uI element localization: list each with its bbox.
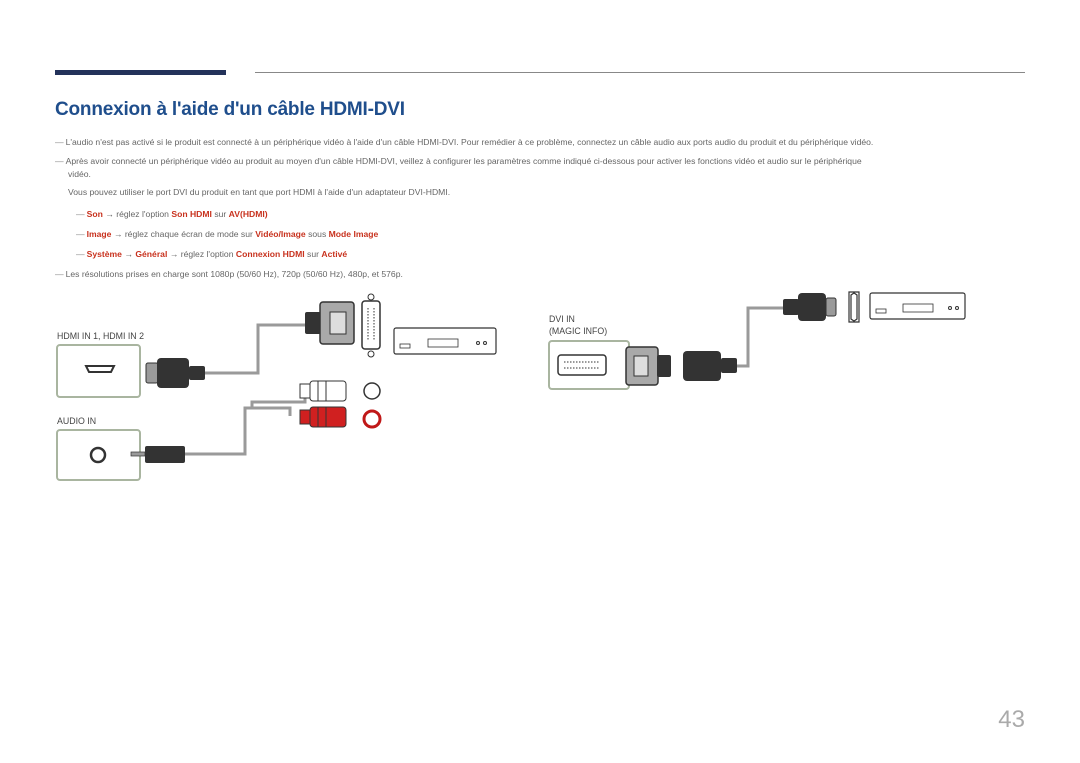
audio-jack-icon [89, 446, 107, 464]
page-number: 43 [998, 706, 1025, 733]
note-resolutions: ―Les résolutions prises en charge sont 1… [55, 269, 403, 279]
label-dvi-in: DVI IN [549, 314, 575, 324]
hdmi-port-icon [84, 365, 116, 373]
rca-white-jack-icon [363, 382, 381, 400]
video-player-device-icon [393, 327, 497, 355]
hdmi-plug-top-icon [783, 293, 837, 321]
video-player-device-right-icon [869, 292, 966, 320]
note-dvi-adapter: Vous pouvez utiliser le port DVI du prod… [68, 187, 451, 197]
hdmi-port-vertical-icon [848, 291, 860, 323]
page-title: Connexion à l'aide d'un câble HDMI-DVI [55, 99, 405, 120]
label-audio-in: AUDIO IN [57, 416, 97, 426]
header-accent-bar [55, 70, 226, 75]
dvi-in-port-icon [557, 354, 607, 376]
dvi-port-icon [361, 293, 381, 358]
hdmi-plug-icon [145, 358, 205, 388]
rca-red-plug-icon [299, 406, 347, 428]
hdmi-cable-right [737, 306, 783, 368]
setting-son: ―Son → réglez l'option Son HDMI sur AV(H… [76, 209, 268, 219]
stereo-plug-icon [130, 446, 185, 463]
header-rule [255, 72, 1025, 73]
setting-image: ―Image → réglez chaque écran de mode sur… [76, 229, 379, 239]
label-hdmi-in: HDMI IN 1, HDMI IN 2 [57, 331, 144, 341]
note-settings-cont: vidéo. [68, 169, 91, 179]
audio-cable [185, 406, 292, 456]
rca-red-jack-icon [362, 409, 382, 429]
hdmi-plug-right-icon [683, 351, 737, 381]
note-audio: ―L'audio n'est pas activé si le produit … [55, 137, 874, 147]
dvi-plug-icon [305, 301, 355, 345]
setting-systeme: ―Système → Général → réglez l'option Con… [76, 249, 348, 259]
dvi-in-plug-icon [625, 346, 671, 386]
note-settings: ―Après avoir connecté un périphérique vi… [55, 156, 862, 166]
rca-white-plug-icon [299, 380, 347, 402]
hdmi-dvi-cable [205, 323, 305, 375]
label-magic-info: (MAGIC INFO) [549, 326, 608, 336]
